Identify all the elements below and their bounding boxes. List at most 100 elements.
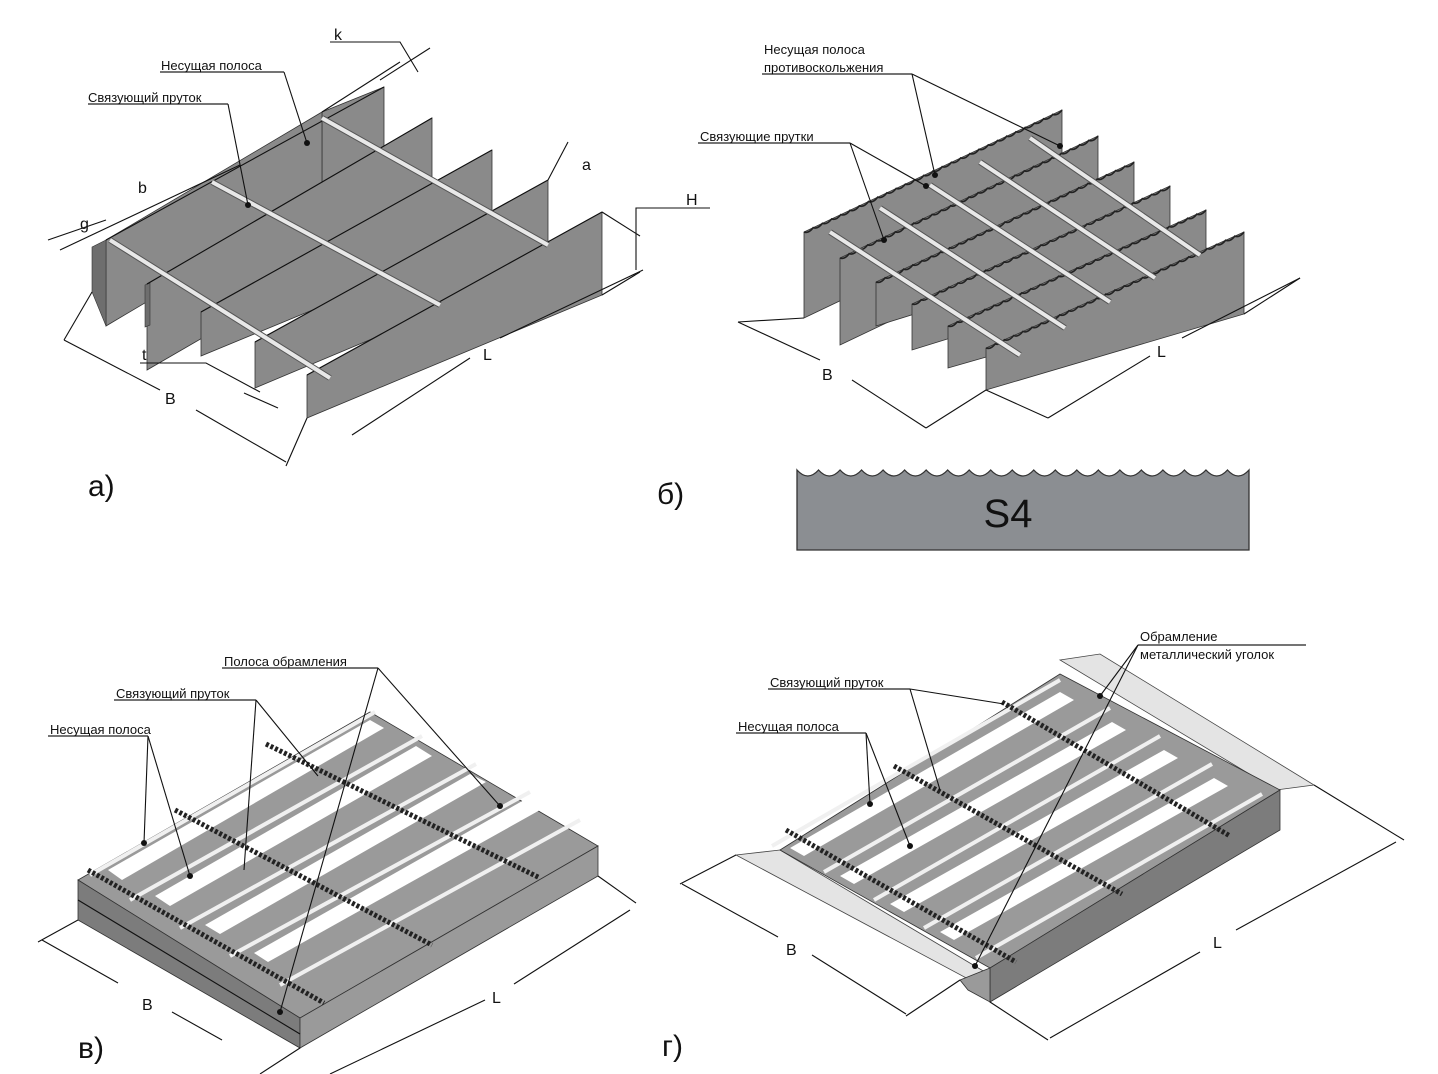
dim-b-line	[811, 954, 907, 1015]
bar-top-edge	[306, 211, 603, 376]
bearing-bar-top	[129, 734, 423, 902]
bearing-bar-top	[279, 818, 581, 987]
dim-b-ext	[679, 854, 737, 885]
callout-dot	[972, 963, 978, 969]
panel-b-drawing	[698, 73, 1301, 429]
panel-g-dimensions	[679, 784, 1405, 1041]
dim-l-line	[329, 999, 486, 1074]
dim-b-line	[41, 939, 119, 984]
callout-leader	[143, 735, 149, 844]
cross-rod-coil	[173, 807, 434, 948]
panel-b-dimensions	[737, 277, 1301, 429]
dim-b-ext	[259, 1047, 301, 1074]
dim-l-ext	[1313, 784, 1405, 841]
dim-h-ext	[601, 211, 641, 237]
dim-l-label: L	[483, 347, 492, 364]
dim-l-line	[1047, 355, 1151, 419]
dim-b-ext	[737, 317, 805, 323]
dim-h-leader	[635, 207, 710, 270]
bearing-bar-top	[229, 790, 531, 958]
callout-leader	[974, 644, 1139, 967]
bearing-bar-top	[873, 734, 1161, 902]
panel-b-marker: б)	[657, 478, 684, 511]
panel-g-label-cross-rod: Связующий пруток	[770, 675, 884, 690]
cross-rod-coil	[892, 763, 1124, 897]
panel-v-marker: в)	[78, 1032, 104, 1065]
panel-v-label-frame-strip: Полоса обрамления	[224, 654, 347, 669]
callout-leader	[911, 73, 1061, 147]
callout-leader	[865, 732, 911, 847]
panel-v-dimensions	[37, 875, 637, 1074]
bar-top-edge	[146, 117, 433, 285]
dim-l-line	[351, 357, 471, 436]
callout-leader	[909, 688, 1005, 705]
dim-g-label: g	[80, 216, 89, 233]
cross-rod	[878, 206, 1067, 330]
dim-l-ext	[985, 389, 1049, 419]
callout-dot	[187, 873, 193, 879]
dim-b-total-label: B	[165, 391, 176, 408]
panel-g-dim-l-label: L	[1213, 935, 1222, 952]
panel-b-label-cross-rods: Связующие прутки	[700, 129, 814, 144]
dim-k-leader	[330, 41, 419, 73]
callout-dot	[277, 1009, 283, 1015]
grating-opening	[155, 746, 432, 906]
callout-leader	[849, 142, 927, 187]
panel-v-drawing	[37, 667, 637, 1074]
s4-profile-label: S4	[984, 492, 1033, 536]
cross-rod	[321, 116, 549, 247]
callout-leader	[243, 699, 257, 871]
dim-l-line	[1181, 277, 1301, 339]
bar-top-edge	[254, 179, 549, 343]
panel-a-cross-rods	[108, 115, 550, 381]
dim-t-line	[243, 392, 279, 409]
cross-rod-coil	[86, 867, 326, 1006]
panel-v-cross-rods	[86, 741, 542, 1006]
callout-dot	[497, 803, 503, 809]
dim-l-line	[1049, 951, 1201, 1039]
callout-leader	[147, 735, 191, 877]
dim-b-ext	[63, 291, 93, 341]
callout-dot	[881, 237, 887, 243]
dim-b-ext	[925, 389, 987, 429]
cross-rod-coil	[1000, 699, 1232, 839]
panel-g-callouts	[736, 644, 1306, 969]
grating-opening	[254, 800, 540, 962]
panel-g-marker: г)	[662, 1030, 683, 1063]
panel-g-label-bearing-bar: Несущая полоса	[738, 719, 840, 734]
callout-dot	[907, 843, 913, 849]
callout-leader	[377, 667, 501, 807]
s4-profile	[796, 468, 1250, 551]
panel-b-dim-b-label: B	[822, 367, 833, 384]
frame-groove	[77, 899, 301, 1035]
panel-a-dimensions	[47, 41, 710, 467]
callout-dot	[923, 183, 929, 189]
callout-dot	[932, 172, 938, 178]
callout-leader	[283, 71, 308, 144]
dim-k-line	[321, 61, 401, 113]
cross-rod-coil	[784, 827, 1018, 965]
panel-v-label-cross-rod: Связующий пруток	[116, 686, 230, 701]
callout-dot	[304, 140, 310, 146]
panel-a-marker: а)	[88, 470, 115, 503]
callout-leader	[255, 699, 319, 777]
dim-b-line	[851, 379, 927, 429]
panel-v-dim-l-label: L	[492, 990, 501, 1007]
bar-top-edge	[200, 149, 493, 313]
dim-b-line	[737, 321, 821, 361]
panel-b-cross-rods	[828, 135, 1202, 358]
dim-h-label: H	[686, 192, 698, 209]
cross-rod	[928, 183, 1112, 304]
panel-v-dim-b-label: B	[142, 997, 153, 1014]
callout-dot	[1097, 693, 1103, 699]
bearing-bar-top	[179, 762, 477, 930]
panel-b-bearing-bars	[803, 109, 1245, 391]
callout-dot	[141, 840, 147, 846]
panel-v-openings	[108, 720, 540, 962]
bearing-bar-top	[975, 792, 1263, 960]
bearing-bar-top	[823, 706, 1111, 874]
panel-b-callouts	[698, 73, 1063, 243]
callout-dot	[1057, 143, 1063, 149]
panel-g-drawing	[679, 644, 1405, 1041]
